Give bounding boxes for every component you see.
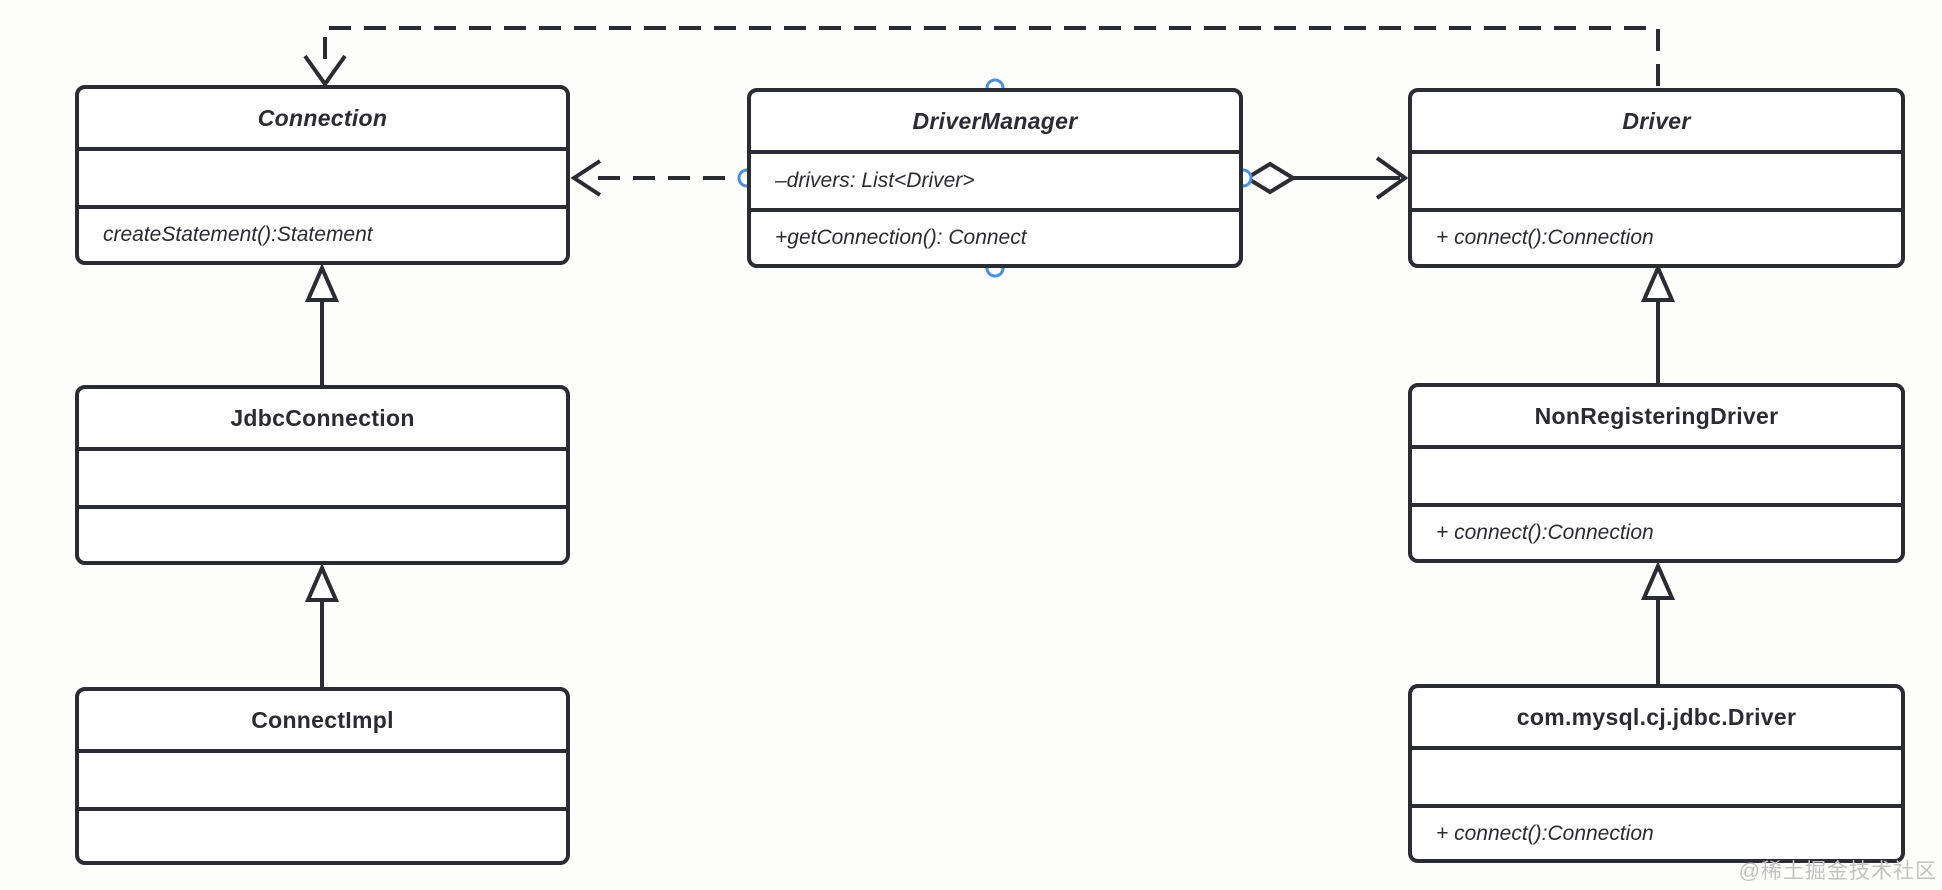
class-title: Driver <box>1412 92 1901 154</box>
class-attributes <box>1412 449 1901 507</box>
class-box-driver[interactable]: Driver + connect():Connection <box>1408 88 1905 268</box>
generalization-mysqldriver-nonregisteringdriver[interactable] <box>1640 561 1676 684</box>
class-methods <box>79 509 566 561</box>
class-title: DriverManager <box>751 92 1239 154</box>
class-methods: + connect():Connection <box>1436 226 1654 249</box>
class-title: NonRegisteringDriver <box>1412 387 1901 449</box>
class-attributes <box>79 451 566 509</box>
class-attributes: –drivers: List<Driver> <box>751 154 1239 212</box>
class-attributes <box>79 753 566 811</box>
class-box-connectimpl[interactable]: ConnectImpl <box>75 687 570 865</box>
class-attributes <box>79 151 566 209</box>
aggregation-drivermanager-driver[interactable] <box>1243 156 1409 200</box>
class-title: JdbcConnection <box>79 389 566 451</box>
watermark: @稀土掘金技术社区 <box>1738 860 1937 883</box>
class-attributes <box>1412 154 1901 212</box>
dependency-drivermanager-connection[interactable] <box>570 159 744 197</box>
class-methods: + connect():Connection <box>1436 821 1654 845</box>
class-title: com.mysql.cj.jdbc.Driver <box>1412 688 1901 750</box>
class-box-connection[interactable]: Connection createStatement():Statement <box>75 85 570 265</box>
class-methods <box>79 811 566 861</box>
class-title: ConnectImpl <box>79 691 566 753</box>
generalization-connectimpl-jdbcconnection[interactable] <box>304 563 340 687</box>
class-methods: + connect():Connection <box>1436 521 1654 544</box>
class-attributes <box>1412 750 1901 808</box>
generalization-jdbcconnection-connection[interactable] <box>304 263 340 385</box>
class-box-nonregisteringdriver[interactable]: NonRegisteringDriver + connect():Connect… <box>1408 383 1905 563</box>
class-title: Connection <box>79 89 566 151</box>
class-box-mysql-driver[interactable]: com.mysql.cj.jdbc.Driver + connect():Con… <box>1408 684 1905 863</box>
class-box-drivermanager[interactable]: DriverManager –drivers: List<Driver> +ge… <box>747 88 1243 268</box>
class-box-jdbcconnection[interactable]: JdbcConnection <box>75 385 570 565</box>
class-methods: createStatement():Statement <box>103 223 373 246</box>
dependency-driver-connection[interactable] <box>303 26 1660 88</box>
generalization-nonregisteringdriver-driver[interactable] <box>1640 263 1676 383</box>
class-methods: +getConnection(): Connect <box>775 226 1027 249</box>
